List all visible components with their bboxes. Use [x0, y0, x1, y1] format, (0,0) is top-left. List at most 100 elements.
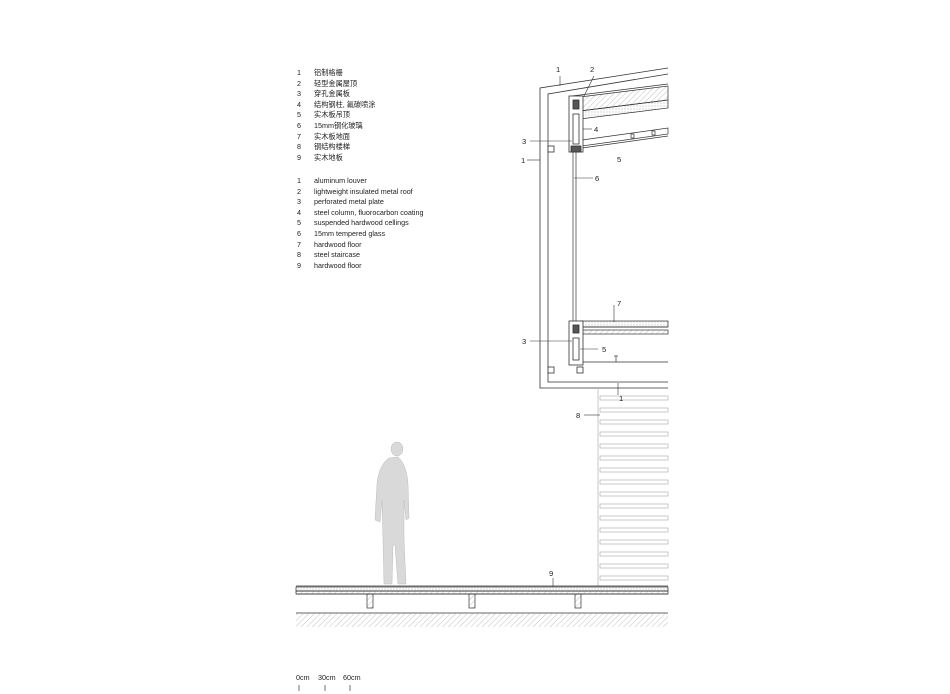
- legend-zh-item-text: 实木地板: [314, 152, 343, 162]
- legend-zh-item-text: 实木板吊顶: [314, 110, 350, 120]
- stair-tread: [599, 515, 669, 521]
- callout-3-lower: 3: [522, 337, 527, 346]
- legend-en-item-number: 8: [297, 250, 301, 260]
- callout-5-upper: 5: [617, 155, 622, 164]
- legend-zh-item: 6 15mm钢化玻璃: [297, 121, 376, 132]
- legend-en-item: 3 perforated metal plate: [297, 197, 423, 208]
- legend-zh-item-text: 结构钢柱, 氟碳喷涂: [314, 99, 376, 109]
- legend-en-item-text: aluminum louver: [314, 176, 367, 185]
- legend-en-item-text: hardwood floor: [314, 260, 362, 270]
- stair-tread: [599, 455, 669, 461]
- legend-zh-item-text: 钢结构楼梯: [314, 142, 350, 152]
- legend-en-item: 7 hardwood floor: [297, 240, 423, 251]
- callout-7: 7: [617, 299, 622, 308]
- stair-tread: [599, 527, 669, 533]
- callout-6: 6: [595, 174, 600, 183]
- legend-zh-item-text: 铝制格栅: [314, 68, 343, 77]
- steel-staircase: [597, 388, 669, 586]
- legend-zh-item-text: 实木板地面: [314, 131, 350, 141]
- legend-en-item: 8 steel staircase: [297, 250, 423, 261]
- legend-en-item-number: 4: [297, 207, 301, 217]
- legend-en-item: 4 steel column, fluorocarbon coating: [297, 208, 423, 219]
- callout-9: 9: [549, 569, 554, 578]
- legend-zh-item-number: 4: [297, 99, 301, 109]
- legend-zh-item: 5 实木板吊顶: [297, 110, 376, 121]
- legend-zh-item-text: 穿孔金属板: [314, 89, 350, 99]
- scale-label-30: 30cm: [318, 673, 336, 682]
- tempered-glass: [572, 152, 577, 322]
- stair-tread: [599, 467, 669, 473]
- aluminum-louver-frame: [539, 67, 669, 389]
- legend-chinese: 1 铝制格栅 2 轻型金属屋顶 3 穿孔金属板 4 结构钢柱, 氟碳喷涂 5 实木板吊顶 6 15mm…: [297, 68, 376, 163]
- legend-en-item: 2 lightweight insulated metal roof: [297, 187, 423, 198]
- legend-en-item: 1 aluminum louver: [297, 176, 423, 187]
- legend-en-item-number: 2: [297, 186, 301, 196]
- legend-english: 1 aluminum louver 2 lightweight insulated m…: [297, 176, 423, 271]
- legend-zh-item: 1 铝制格栅: [297, 68, 376, 79]
- stair-tread: [599, 539, 669, 545]
- callout-4: 4: [594, 125, 599, 134]
- stair-tread: [599, 503, 669, 509]
- floor-slab: [579, 320, 669, 363]
- legend-zh-item-number: 5: [297, 110, 301, 120]
- legend-zh-item-text: 轻型金属屋顶: [314, 78, 358, 88]
- stair-tread: [599, 395, 669, 401]
- upper-steel-column: [547, 95, 584, 153]
- stair-tread: [599, 575, 669, 581]
- legend-zh-item: 7 实木板地面: [297, 132, 376, 143]
- ground-deck: [295, 585, 669, 627]
- stair-tread: [599, 563, 669, 569]
- legend-zh-item-number: 7: [297, 131, 301, 141]
- legend-zh-item-text: 15mm钢化玻璃: [314, 120, 363, 130]
- scale-label-60: 60cm: [343, 673, 361, 682]
- legend-zh-item: 4 结构钢柱, 氟碳喷涂: [297, 100, 376, 111]
- legend-en-item-text: 15mm tempered glass: [314, 228, 386, 238]
- roof-assembly: [571, 83, 669, 149]
- legend-zh-item-number: 8: [297, 142, 301, 152]
- legend-en-item-text: perforated metal plate: [314, 197, 384, 207]
- human-figure: [374, 441, 410, 585]
- legend-en-item-text: hardwood floor: [314, 239, 362, 249]
- stair-tread: [599, 551, 669, 557]
- stair-tread: [599, 491, 669, 497]
- legend-en-item-number: 3: [297, 197, 301, 207]
- stair-tread: [599, 407, 669, 413]
- legend-zh-item-number: 1: [297, 68, 301, 77]
- legend-zh-item: 2 轻型金属屋顶: [297, 79, 376, 90]
- callout-2-top: 2: [590, 65, 595, 74]
- stair-tread: [599, 479, 669, 485]
- legend-en-item-number: 5: [297, 218, 301, 228]
- legend-en-item-number: 9: [297, 260, 301, 270]
- legend-en-item: 5 suspended hardwood cellings: [297, 218, 423, 229]
- stair-tread: [599, 431, 669, 437]
- lower-steel-column: [547, 320, 584, 374]
- legend-en-item: 9 hardwood floor: [297, 261, 423, 272]
- callout-5-lower: 5: [602, 345, 607, 354]
- callout-3-upper: 3: [522, 137, 527, 146]
- leader-lines: [527, 75, 619, 587]
- legend-en-item: 6 15mm tempered glass: [297, 229, 423, 240]
- legend-en-item-text: steel staircase: [314, 250, 360, 260]
- callout-8: 8: [576, 411, 581, 420]
- scale-label-0: 0cm: [296, 673, 310, 682]
- legend-zh-item: 3 穿孔金属板: [297, 89, 376, 100]
- stair-tread: [599, 419, 669, 425]
- callout-1-side: 1: [521, 156, 526, 165]
- legend-en-item-text: lightweight insulated metal roof: [314, 186, 413, 196]
- legend-en-item-number: 6: [297, 228, 301, 238]
- legend-zh-item-number: 6: [297, 120, 301, 130]
- legend-zh-item-number: 9: [297, 152, 301, 162]
- stair-tread: [599, 443, 669, 449]
- callout-1-bottom: 1: [619, 394, 624, 403]
- legend-en-item-number: 1: [297, 176, 301, 185]
- legend-en-item-text: steel column, fluorocarbon coating: [314, 207, 424, 217]
- legend-zh-item: 8 钢结构楼梯: [297, 142, 376, 153]
- legend-zh-item: 9 实木地板: [297, 153, 376, 164]
- legend-en-item-number: 7: [297, 239, 301, 249]
- scale-bar: [298, 685, 351, 691]
- legend-zh-item-number: 3: [297, 89, 301, 99]
- legend-en-item-text: suspended hardwood cellings: [314, 218, 409, 228]
- legend-zh-item-number: 2: [297, 78, 301, 88]
